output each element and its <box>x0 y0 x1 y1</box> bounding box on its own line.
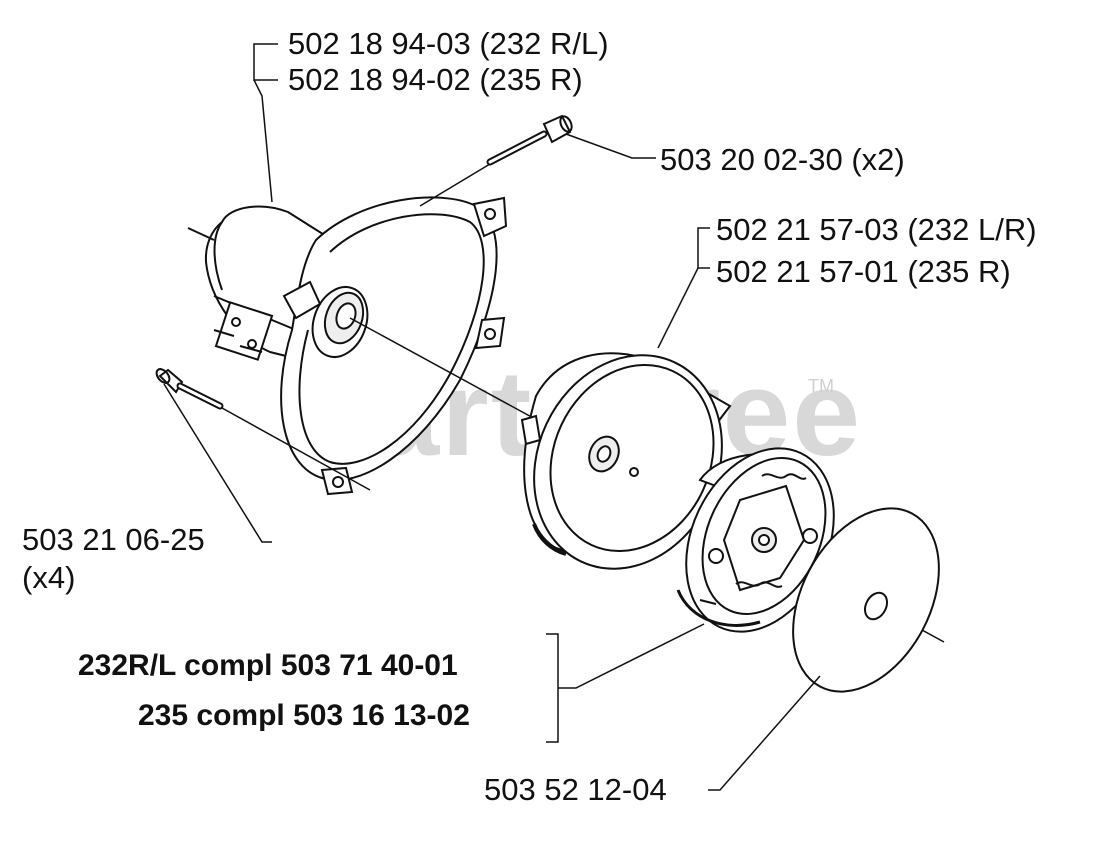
label-washer: 503 52 12-04 <box>484 772 667 807</box>
label-clutch-b: 235 compl 503 16 13-02 <box>138 699 470 732</box>
leader-lines <box>163 43 821 791</box>
label-screw-left: 503 21 06-25 <box>22 522 205 557</box>
clutch-assembly <box>676 447 835 633</box>
label-screw-left-qty: (x4) <box>22 560 76 595</box>
label-drum-a: 502 21 57-03 (232 L/R) <box>716 212 1037 247</box>
label-clutch-a: 232R/L compl 503 71 40-01 <box>78 649 458 682</box>
clutch-drum <box>520 352 732 570</box>
watermark-trademark: TM <box>808 376 834 396</box>
label-housing-a: 502 18 94-03 (232 R/L) <box>288 26 609 61</box>
screw-left <box>155 368 371 491</box>
label-screw-top: 503 20 02-30 (x2) <box>660 142 905 177</box>
label-housing-b: 502 18 94-02 (235 R) <box>288 62 583 97</box>
washer <box>792 507 940 693</box>
label-drum-b: 502 21 57-01 (235 R) <box>716 254 1011 289</box>
screw-top <box>419 114 573 207</box>
